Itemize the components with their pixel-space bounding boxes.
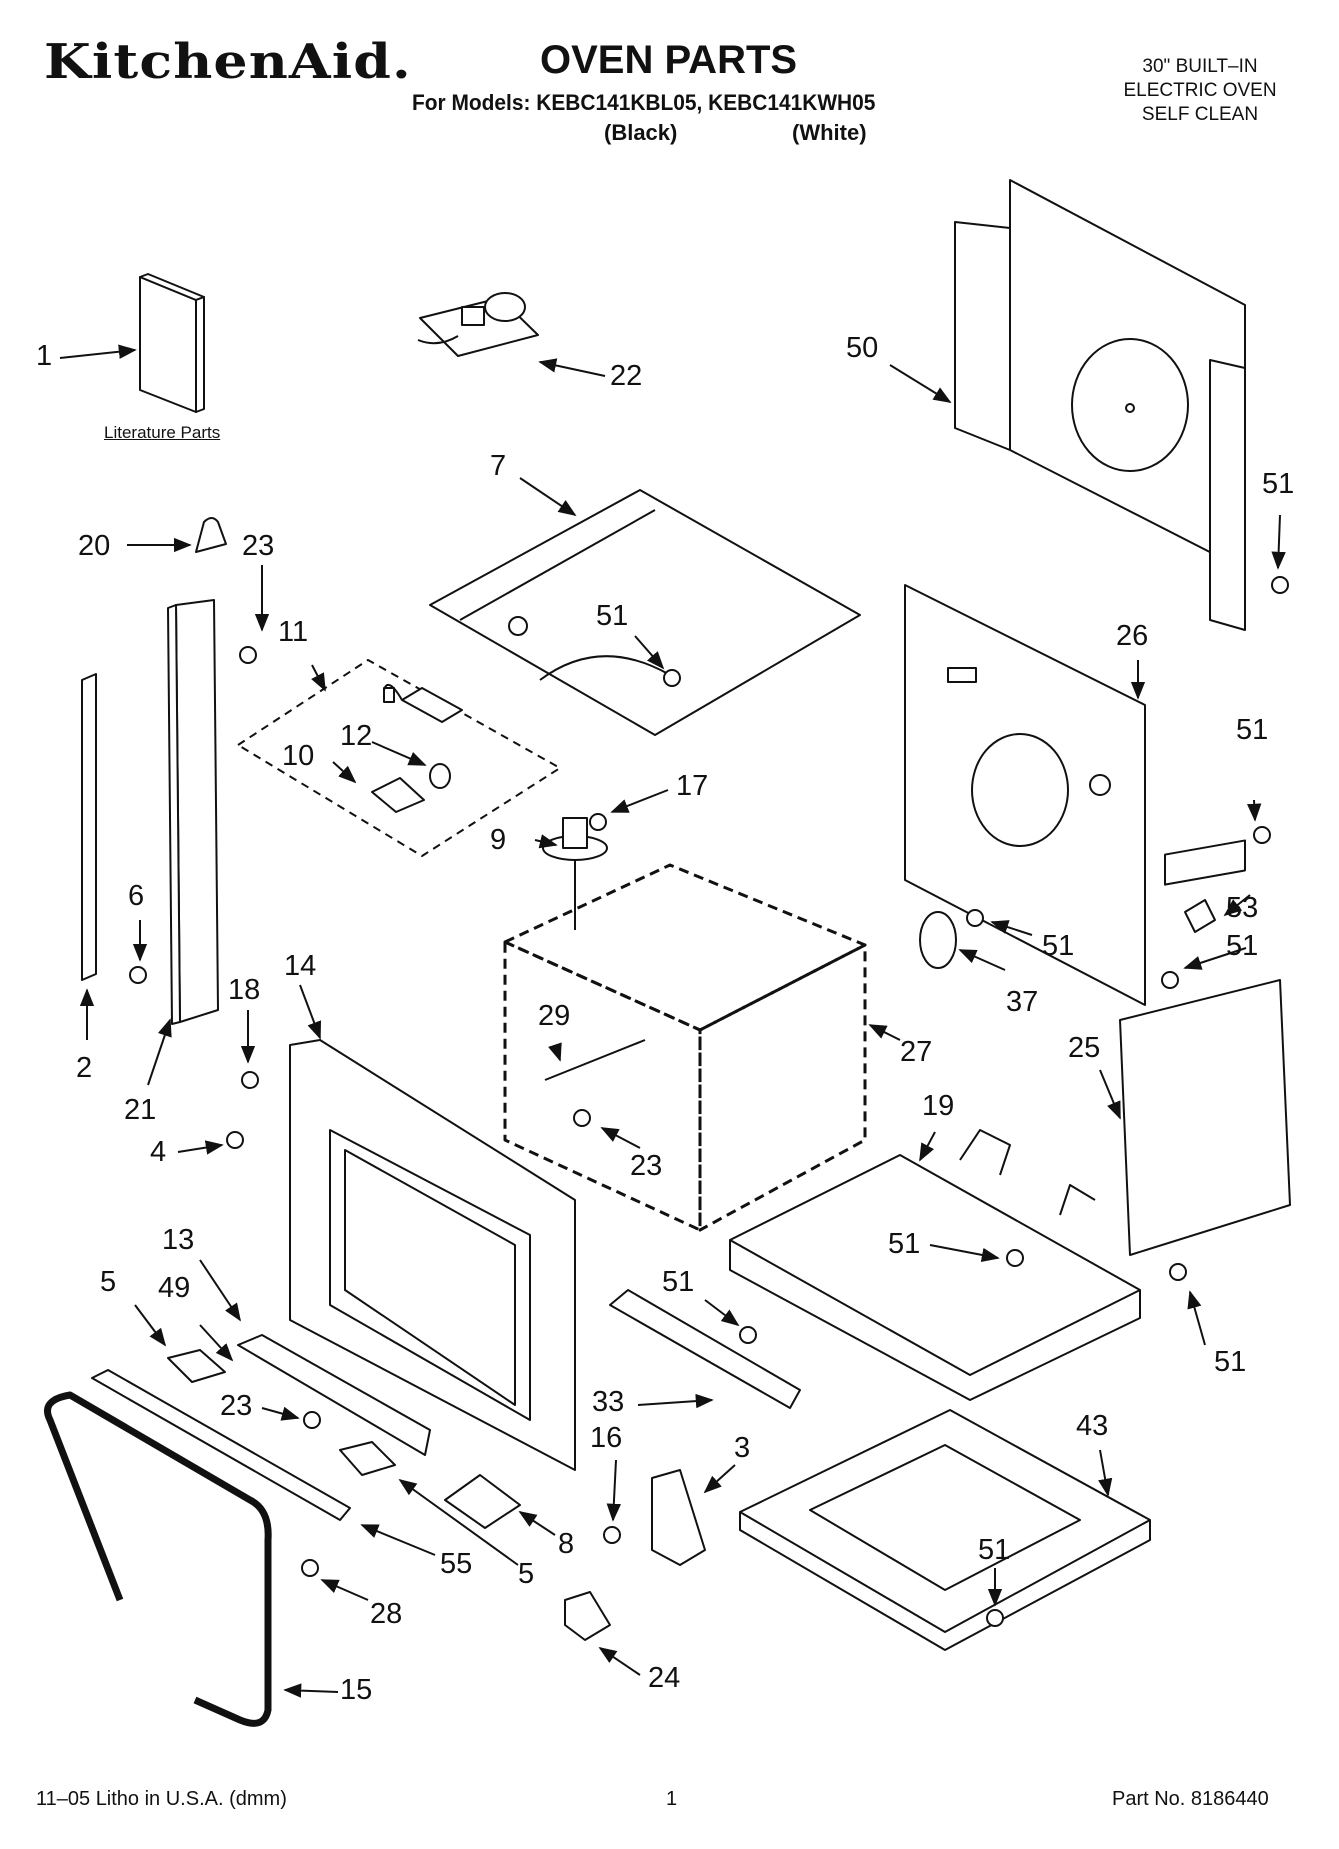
callout-2: 2 [76,1052,93,1084]
callout-51-top-right: 51 [1262,468,1295,500]
bottom-pan-part [739,1409,1151,1651]
control-switch-part [417,292,539,357]
hinge-bracket-part [651,1469,706,1566]
callout-11: 11 [278,616,309,648]
callout-26: 26 [1116,620,1149,652]
callout-55: 55 [440,1548,473,1580]
insulation-block-left [167,1349,226,1383]
callout-4: 4 [150,1136,167,1168]
callout-15: 15 [340,1674,373,1706]
side-trim-left-part [81,673,97,981]
callout-12: 12 [340,720,373,752]
light-socket-part [383,683,463,789]
callout-23-bottom: 23 [220,1390,253,1422]
front-frame-part [289,1039,576,1471]
callout-24: 24 [648,1662,681,1694]
callout-9: 9 [490,824,507,856]
callout-37: 37 [1006,986,1039,1018]
footer-part-number: Part No. 8186440 [1112,1788,1269,1810]
callout-22: 22 [610,360,643,392]
side-trim-right-part [167,599,219,1025]
brand-logo: KitchenAid. [44,34,412,90]
callout-33: 33 [592,1386,625,1418]
callout-14: 14 [284,950,317,982]
clip-part [444,1474,521,1529]
callout-51-top-plate: 51 [596,600,629,632]
callout-25: 25 [1068,1032,1101,1064]
oven-cavity-part [503,863,867,1232]
callout-49: 49 [158,1272,191,1304]
bottom-plate-part [729,1129,1141,1401]
models-line: For Models: KEBC141KBL05, KEBC141KWH05 [412,90,876,115]
limit-switch-part [919,911,957,969]
hinge-clip-part [564,1591,611,1641]
callout-21: 21 [124,1094,157,1126]
screw-fasteners [129,576,1289,1627]
gasket-cap-part [195,517,227,553]
callout-8: 8 [558,1528,575,1560]
callout-28: 28 [370,1598,403,1630]
callout-20: 20 [78,530,111,562]
bracket-part [609,1289,801,1409]
light-lens-part [371,777,425,813]
callout-5-right: 5 [518,1558,535,1590]
callout-7: 7 [490,450,507,482]
spec-line-1: 30" BUILT–IN [1142,56,1258,77]
callout-23-top: 23 [242,530,275,562]
callout-13: 13 [162,1224,195,1256]
literature-booklet-part [139,273,205,413]
oven-top-plate-part [429,489,861,736]
callout-18: 18 [228,974,261,1006]
page-title: OVEN PARTS [540,38,798,82]
callout-43: 43 [1076,1410,1109,1442]
callout-27: 27 [900,1036,933,1068]
rear-panel-part [954,179,1246,631]
callout-3: 3 [734,1432,751,1464]
callout-51-switch: 51 [1042,930,1075,962]
literature-parts-label: Literature Parts [104,423,221,442]
spec-line-2: ELECTRIC OVEN [1123,80,1277,101]
callout-51-side: 51 [1236,714,1269,746]
side-shield-part [1119,839,1291,1256]
callout-19: 19 [922,1090,955,1122]
element-rod-part [544,1039,646,1081]
callout-51-panel: 51 [1226,930,1259,962]
callout-23-cavity: 23 [630,1150,663,1182]
color-white-label: (White) [792,120,867,145]
vent-strip-part [91,1369,351,1521]
callout-51-pan: 51 [978,1534,1011,1566]
callout-53: 53 [1226,892,1259,924]
callout-51-bracket: 51 [662,1266,695,1298]
door-gasket-part [44,1391,272,1727]
callout-51-bottom-plate: 51 [888,1228,921,1260]
spec-line-3: SELF CLEAN [1141,104,1259,125]
callout-51-shield: 51 [1214,1346,1247,1378]
oven-vent-part [542,817,608,930]
side-panel-part [904,584,1146,1006]
callout-leader-lines [59,344,1286,1698]
insulation-block-right [339,1441,396,1476]
callout-17: 17 [676,770,709,802]
footer-litho: 11–05 Litho in U.S.A. (dmm) [36,1788,287,1810]
callout-5-left: 5 [100,1266,117,1298]
hinge-receiver-part [1184,899,1216,933]
callout-50: 50 [846,332,879,364]
color-black-label: (Black) [604,120,678,145]
vent-trim-part [237,1334,431,1456]
callout-29: 29 [538,1000,571,1032]
callout-10: 10 [282,740,315,772]
callout-1: 1 [36,340,53,372]
footer-page-number: 1 [666,1788,678,1810]
callout-6: 6 [128,880,145,912]
callout-16: 16 [590,1422,623,1454]
